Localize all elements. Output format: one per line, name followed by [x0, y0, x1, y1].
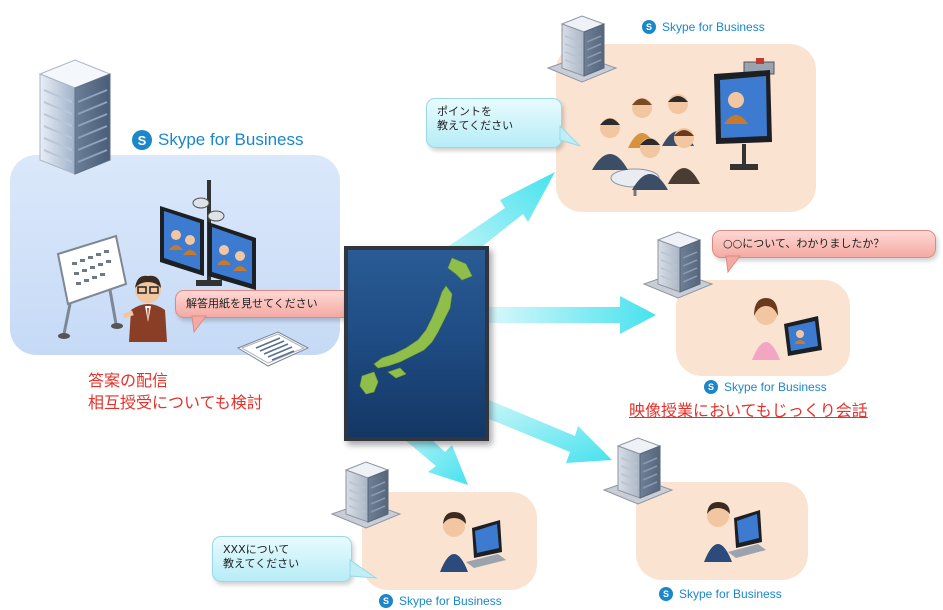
bottom-left-site-panel: [362, 492, 537, 590]
bubble-tail: [725, 255, 741, 274]
arrow-to-bottom-right: [462, 392, 612, 463]
bubble-tail: [559, 124, 581, 147]
skype-label-top-right: S Skype for Business: [642, 20, 765, 34]
skype-label-bottom-left: S Skype for Business: [379, 594, 502, 608]
bottom-left-bubble-line2: 教えてください: [223, 557, 300, 570]
main-caption-line2: 相互授受についても検討: [88, 393, 263, 412]
main-caption-line1: 答案の配信: [88, 371, 169, 390]
skype-label-text: Skype for Business: [662, 20, 765, 34]
student-with-laptop-icon: [440, 512, 506, 572]
skype-label-text: Skype for Business: [399, 594, 502, 608]
main-site-caption: 答案の配信 相互授受についても検討: [88, 370, 263, 414]
building-icon: [38, 59, 112, 175]
video-conference-screens-icon: [160, 180, 256, 290]
building-icon: [602, 437, 674, 505]
right-site-speech-bubble: ○○について、わかりましたか？: [712, 230, 936, 258]
top-right-bubble-line2: 教えてください: [437, 119, 514, 132]
building-icon: [642, 231, 714, 299]
skype-logo-icon: S: [642, 20, 656, 34]
building-icon: [546, 15, 618, 83]
skype-label-text: Skype for Business: [158, 130, 304, 149]
right-bubble-text: ○○について、わかりましたか？: [723, 237, 885, 250]
bottom-left-speech-bubble: XXXについて 教えてください: [212, 536, 352, 582]
building-icon: [330, 461, 402, 529]
japan-map-frame: [344, 246, 489, 441]
skype-label-text: Skype for Business: [679, 587, 782, 601]
teacher-icon: [122, 275, 167, 342]
skype-label-main: S Skype for Business: [132, 130, 304, 150]
skype-logo-icon: S: [132, 130, 152, 150]
bottom-right-site-panel: [636, 482, 808, 580]
skype-logo-icon: S: [704, 380, 718, 394]
student-with-tablet-icon: [752, 298, 822, 360]
main-bubble-text: 解答用紙を見せてください: [186, 297, 318, 310]
student-with-laptop-icon: [704, 502, 766, 562]
top-right-bubble-line1: ポイントを: [437, 105, 492, 118]
bubble-tail: [349, 559, 378, 579]
skype-label-right: S Skype for Business: [704, 380, 827, 394]
meeting-group-icon: [592, 94, 700, 196]
skype-label-bottom-right: S Skype for Business: [659, 587, 782, 601]
bubble-tail: [191, 315, 207, 334]
whiteboard-icon: [56, 234, 128, 339]
bottom-left-bubble-line1: XXXについて: [223, 543, 290, 556]
skype-logo-icon: S: [659, 587, 673, 601]
top-right-speech-bubble: ポイントを 教えてください: [426, 98, 562, 148]
documents-icon: [236, 331, 310, 367]
right-site-caption: 映像授業においてもじっくり会話: [629, 401, 868, 420]
skype-logo-icon: S: [379, 594, 393, 608]
arrow-to-right: [480, 296, 656, 334]
japan-map: [348, 250, 485, 437]
video-conference-tv-icon: [714, 58, 775, 170]
skype-label-text: Skype for Business: [724, 380, 827, 394]
